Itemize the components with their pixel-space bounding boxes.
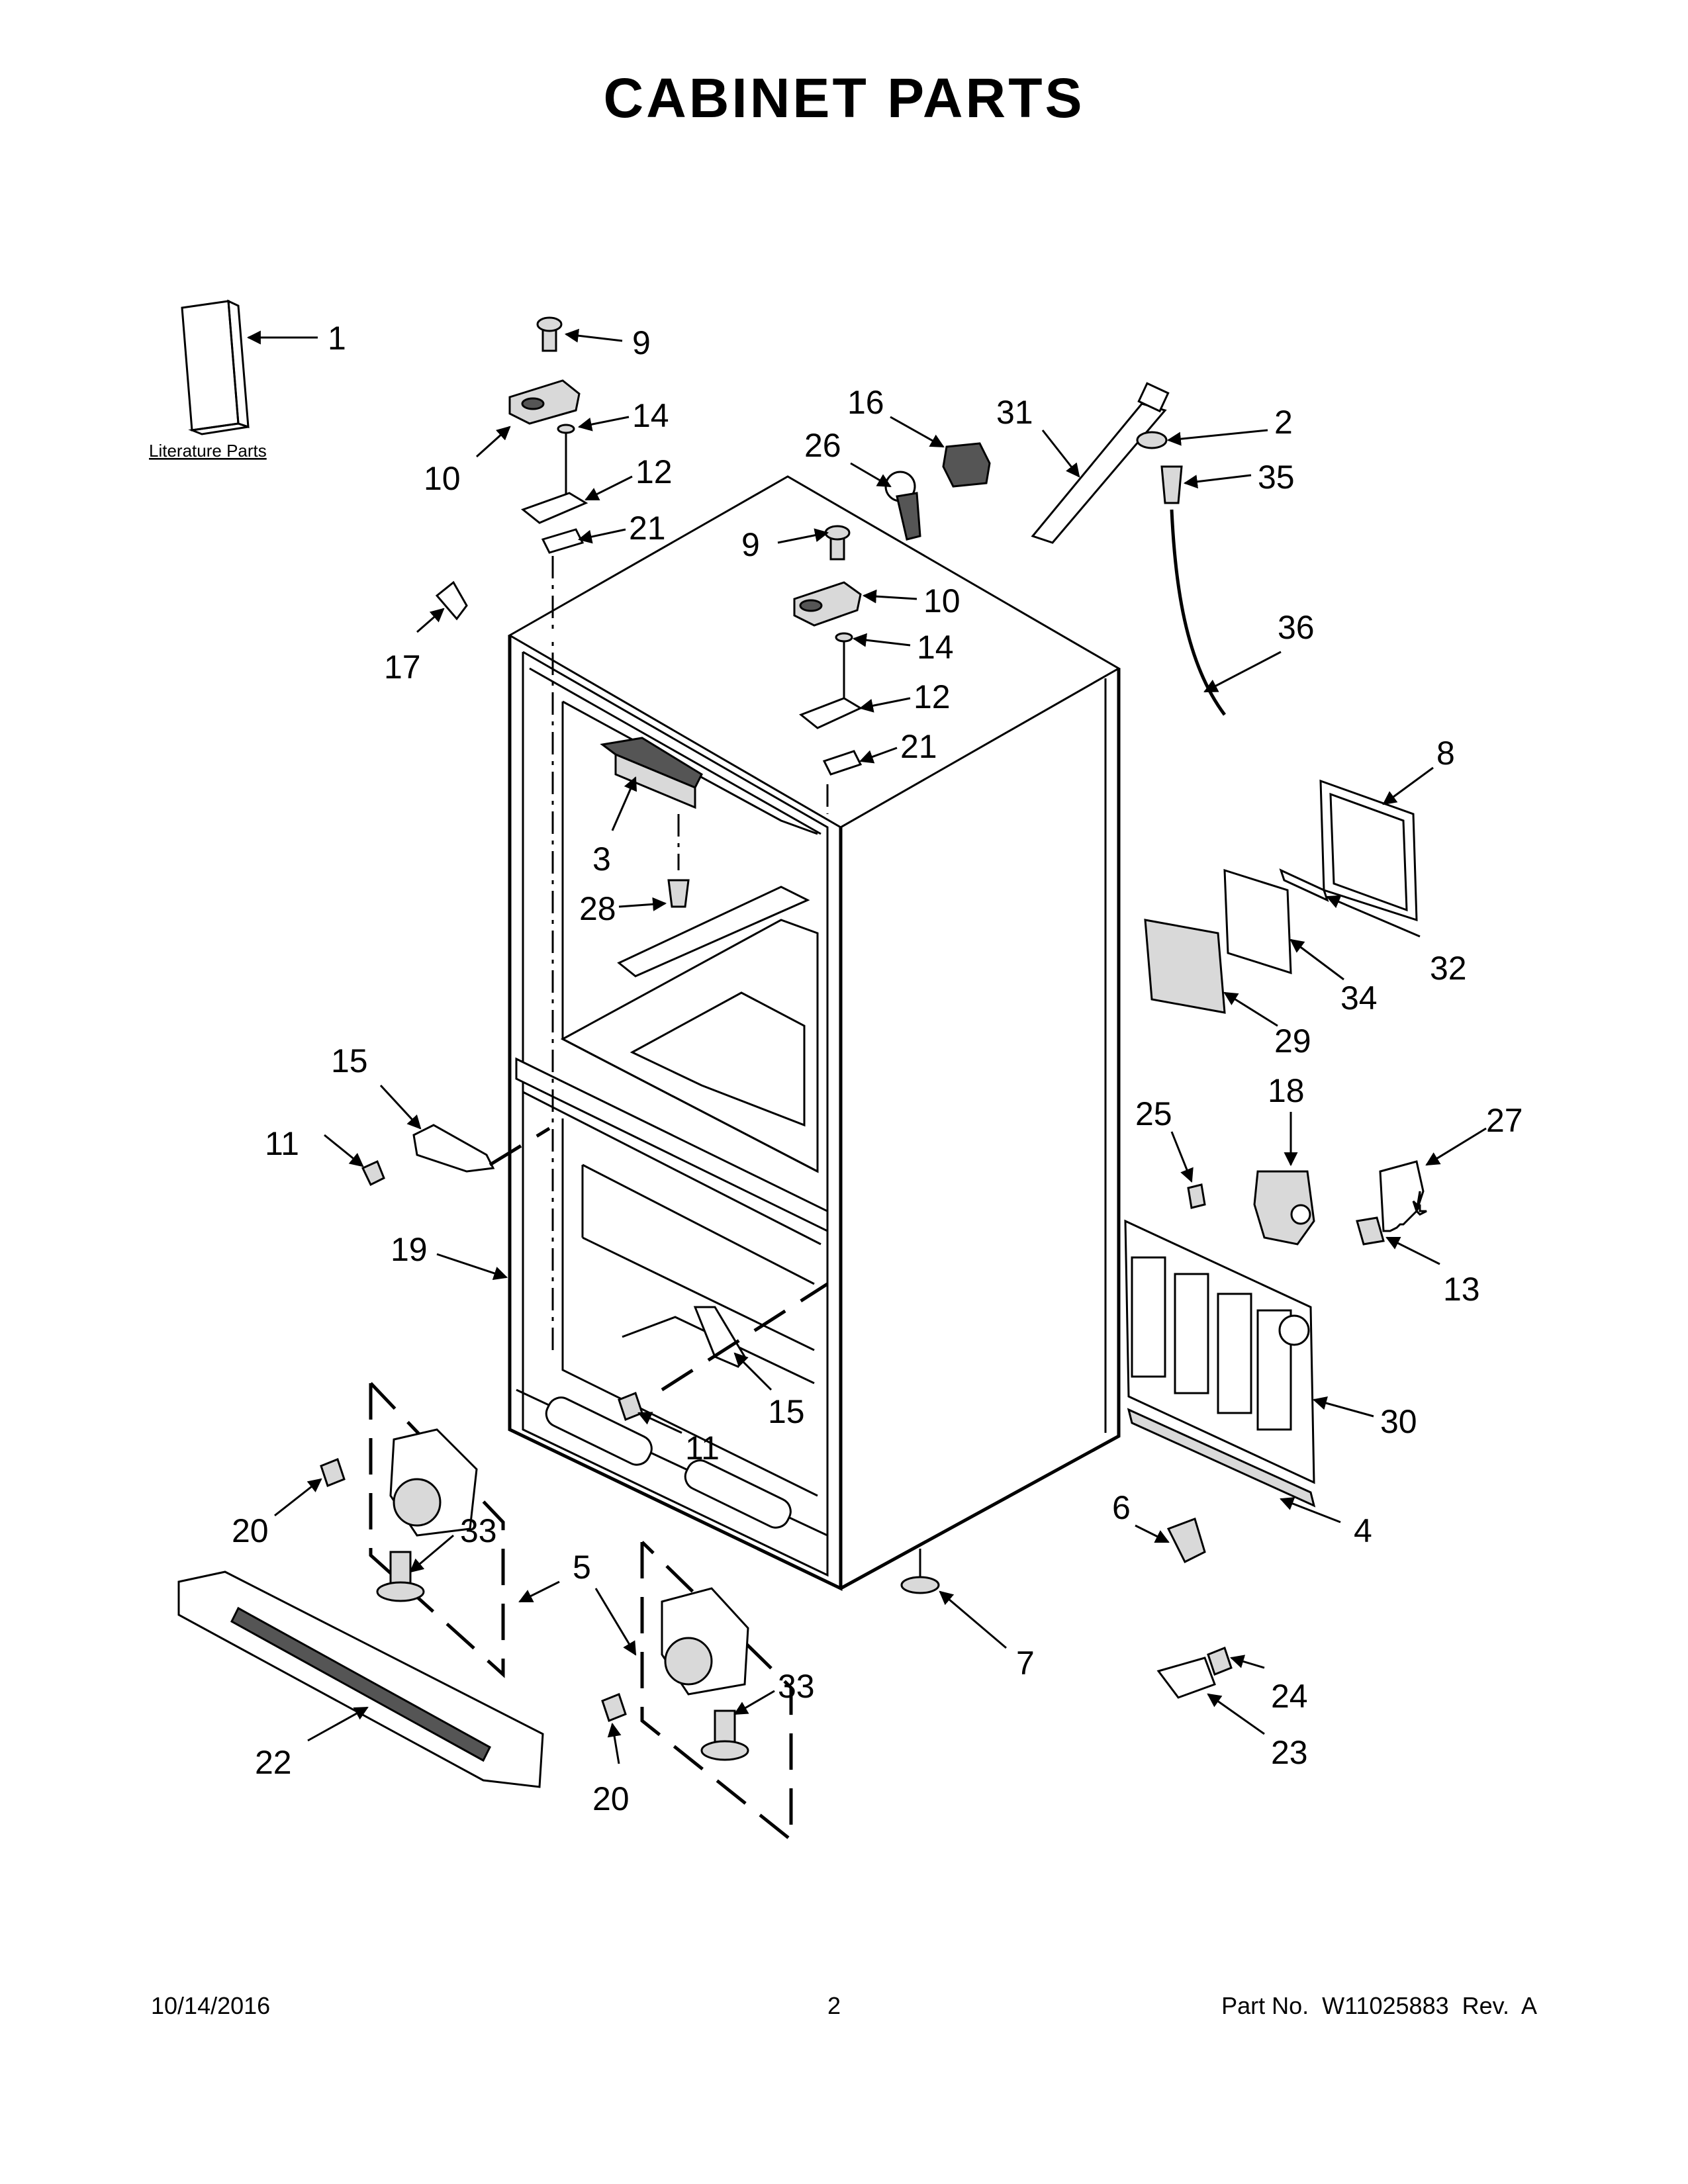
part-27-cover <box>1379 1160 1427 1232</box>
part-26-clip <box>884 471 921 541</box>
callout-11-right: 11 <box>685 1430 720 1467</box>
page-title: CABINET PARTS <box>603 67 1085 129</box>
callout-19: 19 <box>391 1231 428 1268</box>
callout-29: 29 <box>1274 1023 1311 1060</box>
part-7-foot <box>900 1549 940 1594</box>
part-15-center-hinge-right <box>661 1282 829 1392</box>
part-15-center-hinge-left <box>412 1124 551 1173</box>
callout-1: 1 <box>328 320 346 357</box>
callout-3: 3 <box>592 841 611 878</box>
callout-7: 7 <box>1016 1645 1035 1682</box>
front-roller-right <box>640 1541 793 1844</box>
part-23-clamp <box>1156 1657 1216 1699</box>
part-18-water-valve <box>1253 1170 1315 1246</box>
part-36-water-line <box>1170 509 1227 716</box>
callout-8: 8 <box>1436 735 1455 772</box>
literature-parts-label: Literature Parts <box>149 441 267 461</box>
callout-22: 22 <box>255 1744 292 1781</box>
callout-34: 34 <box>1340 979 1378 1017</box>
callout-23: 23 <box>1271 1734 1308 1771</box>
part-31-tube <box>1031 382 1170 544</box>
footer-page-number: 2 <box>827 1992 841 2019</box>
part-6-clip <box>1166 1518 1206 1564</box>
callout-9-right: 9 <box>741 526 760 563</box>
literature-parts-booklet <box>181 299 250 435</box>
callout-5-a: 5 <box>573 1549 591 1586</box>
callouts: 1 9 10 14 12 21 17 16 26 9 10 14 <box>232 320 1523 1817</box>
part-13-screw <box>1356 1216 1385 1246</box>
part-29-control-board <box>1144 919 1226 1014</box>
part-16-bracket <box>942 442 991 488</box>
callout-27: 27 <box>1486 1102 1523 1139</box>
callout-2: 2 <box>1274 404 1293 441</box>
part-35-nut <box>1160 465 1183 504</box>
front-roller-left <box>369 1382 505 1678</box>
part-28-screw <box>667 879 690 908</box>
callout-31: 31 <box>996 394 1033 431</box>
callout-14-left: 14 <box>632 397 669 434</box>
callout-21-right: 21 <box>900 728 937 765</box>
callout-32: 32 <box>1430 950 1467 987</box>
callout-35: 35 <box>1258 459 1295 496</box>
callout-11-left: 11 <box>265 1125 299 1162</box>
footer-part-number: Part No. W11025883 Rev. A <box>1221 1992 1537 2019</box>
part-11-screw-left <box>361 1160 385 1187</box>
part-22-base-grille <box>177 1570 544 1788</box>
callout-13: 13 <box>1443 1271 1480 1308</box>
callout-6: 6 <box>1112 1489 1131 1526</box>
part-30-rear-access-panel <box>1124 1219 1315 1484</box>
part-17-seal <box>435 580 468 621</box>
part-24-screw <box>1207 1647 1233 1676</box>
part-2-clamp <box>1136 431 1168 449</box>
callout-16: 16 <box>847 384 884 421</box>
top-hinge-left <box>508 316 588 635</box>
part-25-screw <box>1187 1183 1206 1209</box>
callout-36: 36 <box>1278 609 1315 646</box>
callout-4: 4 <box>1354 1512 1372 1549</box>
refrigerator-cabinet <box>507 475 1121 1591</box>
callout-15-left: 15 <box>331 1042 368 1079</box>
callout-15-right: 15 <box>768 1393 805 1430</box>
part-11-screw-right <box>618 1392 643 1421</box>
callout-33-right: 33 <box>778 1668 815 1705</box>
part-20-screw-left <box>320 1458 346 1487</box>
callout-10-left: 10 <box>424 460 461 497</box>
callout-33-left: 33 <box>460 1512 497 1549</box>
callout-21-left: 21 <box>629 510 666 547</box>
callout-17: 17 <box>384 649 421 686</box>
part-4-strip <box>1127 1408 1316 1508</box>
callout-28: 28 <box>579 890 616 927</box>
callout-14-right: 14 <box>917 629 954 666</box>
callout-25: 25 <box>1135 1095 1172 1132</box>
callout-20-right: 20 <box>592 1780 630 1817</box>
callout-18: 18 <box>1268 1072 1305 1109</box>
part-34-board-cover <box>1223 868 1292 975</box>
callout-24: 24 <box>1271 1678 1308 1715</box>
callout-12-right: 12 <box>914 678 951 715</box>
part-20-screw-right <box>601 1693 627 1722</box>
callout-20-left: 20 <box>232 1512 269 1549</box>
callout-26: 26 <box>804 427 841 464</box>
callout-10-right: 10 <box>923 582 961 619</box>
callout-12-left: 12 <box>635 453 673 490</box>
callout-30: 30 <box>1380 1403 1417 1440</box>
callout-9-top-left: 9 <box>632 324 651 361</box>
footer-date: 10/14/2016 <box>151 1992 271 2019</box>
part-3-light-housing <box>600 737 703 809</box>
